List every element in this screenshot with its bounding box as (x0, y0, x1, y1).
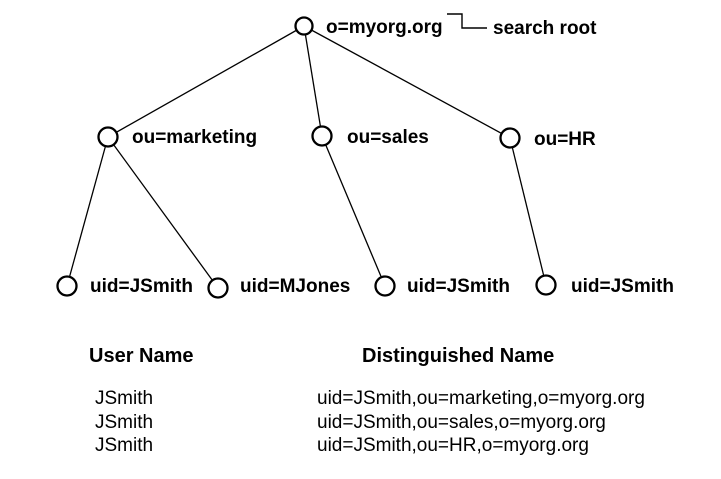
node-root-circle (294, 16, 314, 36)
user-name-cell: JSmith (95, 412, 153, 433)
node-uid-jsmith1-circle (56, 275, 78, 297)
edge-hr-jsmith (509, 137, 547, 286)
tree-nodes (56, 16, 557, 299)
distinguished-name-cell: uid=JSmith,ou=HR,o=myorg.org (317, 435, 589, 456)
distinguished-name-cell: uid=JSmith,ou=marketing,o=myorg.org (317, 388, 645, 409)
node-ou-marketing-circle (97, 126, 119, 148)
edge-root-hr (303, 25, 511, 139)
table-row: JSmith uid=JSmith,ou=sales,o=myorg.org (95, 412, 606, 433)
distinguished-name-header: Distinguished Name (362, 345, 554, 367)
search-root-bracket (447, 13, 487, 29)
user-name-cell: JSmith (95, 388, 153, 409)
node-uid-mjones-circle (207, 277, 229, 299)
edge-marketing-jsmith (66, 136, 109, 287)
node-uid-jsmith3-label: uid=JSmith (571, 276, 674, 297)
edge-root-sales (303, 25, 323, 137)
node-ou-sales-circle (311, 125, 333, 147)
node-uid-jsmith1-label: uid=JSmith (90, 276, 193, 297)
node-ou-sales-label: ou=sales (347, 127, 429, 148)
edge-marketing-mjones (107, 136, 219, 289)
edge-root-marketing (107, 25, 305, 138)
tree-edges (66, 25, 547, 289)
search-root-label: search root (493, 18, 597, 39)
node-ou-marketing-label: ou=marketing (132, 127, 257, 148)
results-table: User Name Distinguished Name JSmith uid=… (89, 345, 645, 456)
table-row: JSmith uid=JSmith,ou=HR,o=myorg.org (95, 435, 589, 456)
user-name-cell: JSmith (95, 435, 153, 456)
node-uid-jsmith2-circle (374, 275, 396, 297)
table-row: JSmith uid=JSmith,ou=marketing,o=myorg.o… (95, 388, 645, 409)
node-ou-hr-label: ou=HR (534, 129, 596, 150)
node-uid-jsmith3-circle (535, 274, 557, 296)
node-uid-mjones-label: uid=MJones (240, 276, 350, 297)
edge-sales-jsmith (321, 135, 386, 287)
distinguished-name-cell: uid=JSmith,ou=sales,o=myorg.org (317, 412, 606, 433)
node-ou-hr-circle (499, 127, 521, 149)
node-root-label: o=myorg.org (326, 17, 443, 38)
node-uid-jsmith2-label: uid=JSmith (407, 276, 510, 297)
user-name-header: User Name (89, 345, 194, 367)
